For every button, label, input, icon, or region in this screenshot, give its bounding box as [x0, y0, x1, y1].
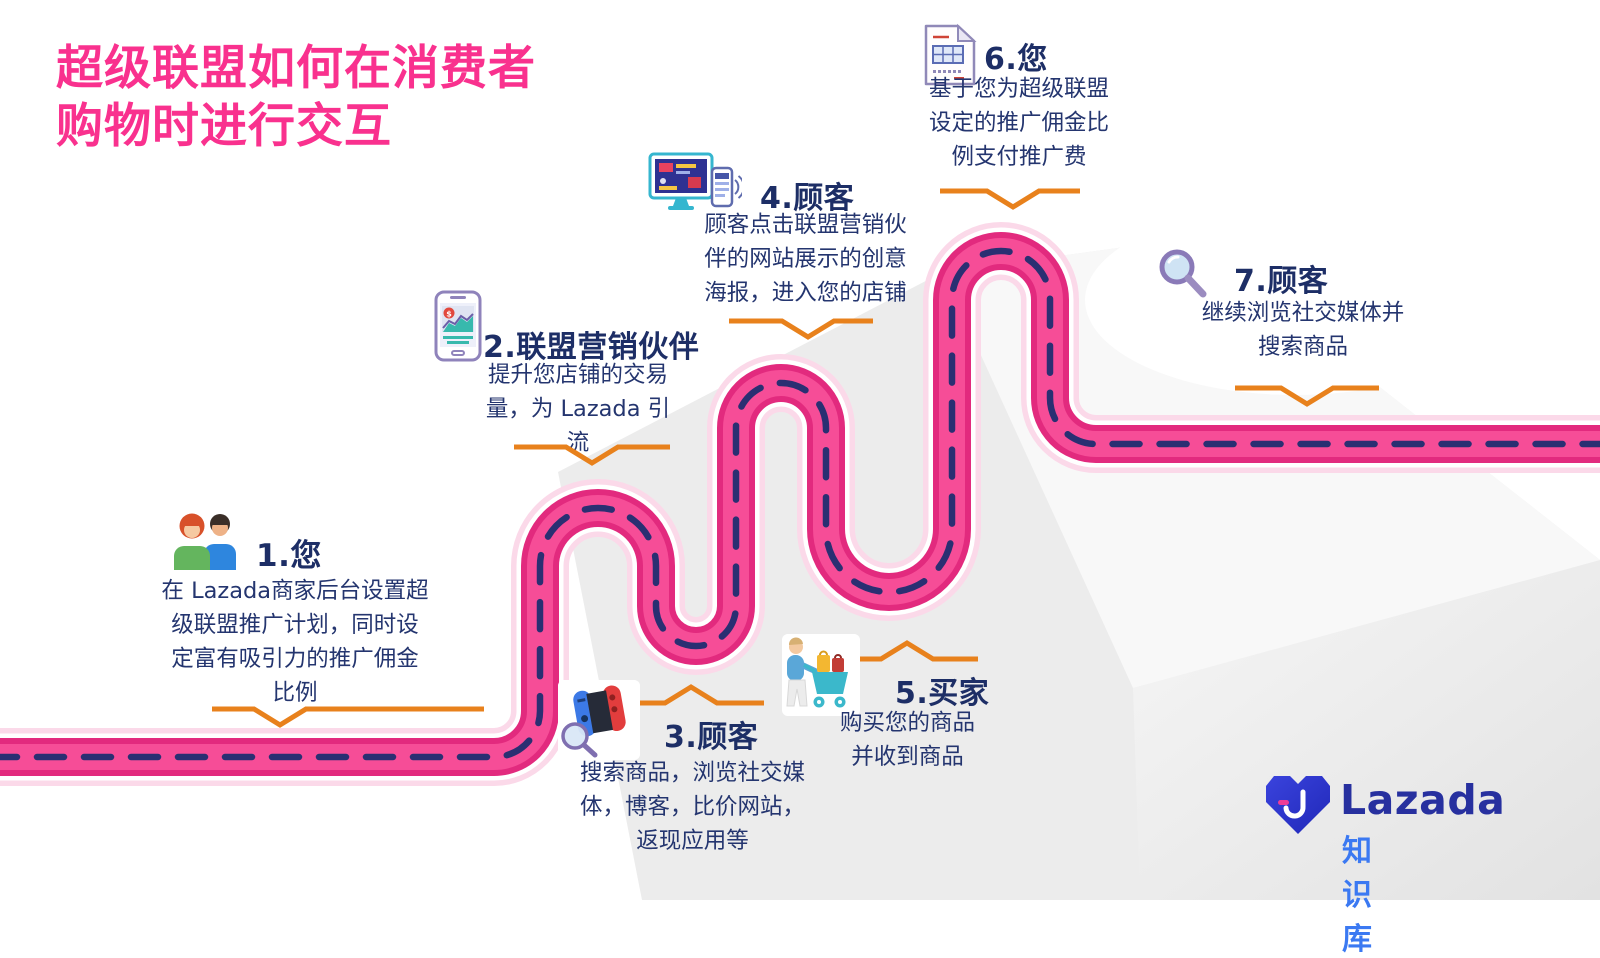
two-people-icon	[174, 513, 236, 570]
invoice-icon	[924, 23, 977, 86]
step-4-body: 顾客点击联盟营销伙 伴的网站展示的创意 海报，进入您的店铺	[704, 212, 907, 306]
step-4-pointer-down-icon	[729, 318, 873, 340]
step-7-heading: 7.顾客	[1234, 264, 1329, 299]
step-5-heading: 5.买家	[895, 676, 990, 711]
step-7-pointer-down-icon	[1235, 385, 1379, 407]
lazada-brand-text: Lazada	[1340, 776, 1506, 824]
infographic-page: { "title": { "text": "超级联盟如何在消费者\n购物时进行交…	[0, 23, 1600, 957]
step-5-pointer-up-icon	[836, 640, 978, 662]
lazada-heart-icon	[1266, 776, 1330, 834]
lazada-knowledge-base-text: 知识库	[1342, 834, 1376, 957]
step-6-heading: 6.您	[984, 42, 1048, 77]
cube-right-face	[1133, 560, 1600, 900]
svg-text:$: $	[446, 310, 452, 319]
step-2-body: 提升您店铺的交易 量，为 Lazada 引 流	[485, 362, 671, 456]
journey-road	[0, 222, 1600, 786]
road-center-dash-line	[0, 247, 1600, 761]
step-2-heading: 2.联盟营销伙伴	[483, 330, 700, 365]
step-6-pointer-down-icon	[940, 188, 1080, 210]
step-7-body: 继续浏览社交媒体并 搜索商品	[1201, 300, 1405, 360]
step-4-heading: 4.顾客	[760, 181, 855, 216]
step-5-body: 购买您的商品 并收到商品	[839, 710, 975, 770]
phone-chart-icon: $	[434, 290, 482, 362]
infographic-title: 超级联盟如何在消费者 购物时进行交互	[56, 41, 536, 154]
magnifier-icon	[1159, 249, 1207, 298]
step-2-pointer-down-icon	[514, 444, 670, 466]
step-1-heading: 1.您	[256, 538, 322, 574]
search-game-controller-icon	[558, 680, 640, 760]
step-3-heading: 3.顾客	[664, 720, 759, 755]
shopper-cart-icon	[782, 634, 860, 716]
monitor-phone-icon	[648, 152, 742, 210]
step-3-body: 搜索商品，浏览社交媒 体，博客，比价网站， 返现应用等	[579, 760, 805, 854]
step-3-pointer-up-icon	[632, 684, 764, 706]
step-7-white-blob	[1085, 205, 1505, 395]
step-1-body: 在 Lazada商家后台设置超 级联盟推广计划，同时设 定富有吸引力的推广佣金 …	[161, 578, 429, 706]
step-1-pointer-down-icon	[212, 706, 484, 728]
step-6-body: 基于您为超级联盟 设定的推广佣金比 例支付推广费	[928, 76, 1109, 170]
